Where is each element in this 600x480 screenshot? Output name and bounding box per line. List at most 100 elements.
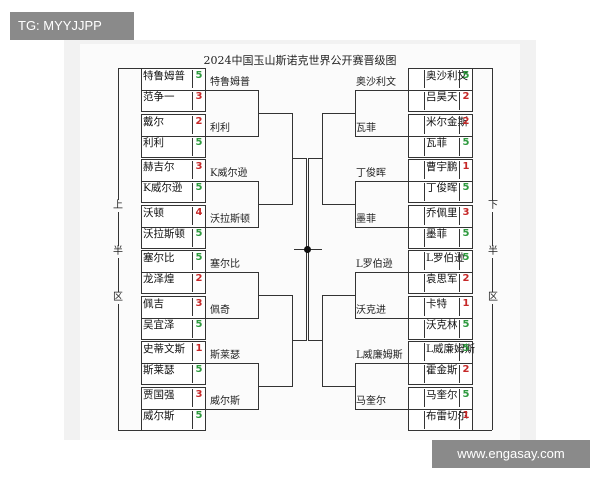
left-score-divider [192,274,193,292]
right-qf-line [308,340,322,342]
left-qf-line [292,340,306,342]
right-name-divider [424,410,425,429]
right-player-name: 奥沙利文 [426,70,468,82]
right-score-divider [459,410,460,429]
left-player-name: 利利 [143,136,164,149]
left-player-score: 5 [195,252,203,263]
left-round2-line [206,90,258,91]
right-round2-label: L罗伯逊 [356,259,393,270]
upper-half-label: 半 [112,246,124,258]
left-match-divider [141,363,206,364]
right-score-divider [459,115,460,134]
right-match-divider [408,226,473,228]
right-round3-join [322,112,323,205]
right-player-name: 墨菲 [426,227,447,240]
right-round2-line [355,408,408,410]
right-player-score: 3 [462,206,470,218]
left-player-name: 沃拉斯顿 [143,227,185,240]
left-player-name: 戴尔 [143,115,164,128]
upper-half-label: 上 [112,200,124,212]
right-player-name: 霍金斯 [426,364,458,376]
left-score-divider [192,410,193,429]
right-round2-label: 马奎尔 [356,395,386,407]
left-player-score: 1 [195,343,203,354]
right-name-divider [424,206,425,225]
upper-half-frame [118,430,141,431]
right-qf-line [308,158,322,160]
left-round2-line [206,226,258,228]
left-player-name: K威尔逊 [143,182,183,194]
right-score-divider [459,137,460,156]
right-player-score: 2 [462,91,470,102]
right-match-divider [408,317,473,319]
right-round2-line [355,135,408,137]
right-match-divider [408,181,473,182]
left-player-score: 5 [195,70,203,81]
left-player-name: 贾国强 [143,388,175,401]
right-player-name: L罗伯逊 [426,252,465,264]
right-round2-join [355,90,356,137]
left-match-divider [141,408,206,410]
left-round2-label: 特鲁姆普 [210,77,250,88]
left-round2-label: 佩奇 [210,304,230,316]
left-player-name: 沃顿 [143,206,164,219]
right-round2-line [355,181,408,182]
right-round3-line [322,294,355,296]
right-name-divider [424,137,425,156]
left-player-score: 3 [195,388,203,400]
right-player-score: 5 [462,136,470,148]
left-player-score: 2 [195,115,203,127]
right-player-score: 2 [462,115,470,127]
left-score-divider [192,365,193,383]
left-match-divider [141,272,206,273]
left-player-score: 5 [195,182,203,193]
right-score-divider [459,297,460,316]
right-player-name: 沃克林 [426,318,458,331]
left-player-name: 史蒂文斯 [143,343,185,355]
left-player-score: 3 [195,161,203,172]
left-score-divider [192,206,193,225]
right-player-name: 布雷切尔 [426,409,468,422]
left-player-name: 龙泽煌 [143,273,175,285]
lower-half-frame [473,430,492,431]
right-match-divider [408,135,473,137]
right-player-score: 5 [462,252,470,263]
left-score-divider [192,388,193,407]
left-score-divider [192,70,193,88]
left-player-name: 赫吉尔 [143,161,175,173]
left-match-divider [141,317,206,319]
right-player-name: 米尔金斯 [426,115,468,128]
right-name-divider [424,161,425,179]
right-round2-line [355,363,408,364]
right-player-score: 2 [462,273,470,284]
lower-half-label: 半 [487,246,499,258]
right-player-score: 1 [462,161,470,172]
left-round3-line [258,294,292,296]
right-round2-line [355,226,408,228]
right-score-divider [459,319,460,338]
left-player-score: 5 [195,409,203,421]
right-player-name: 丁俊晖 [426,182,458,194]
left-score-divider [192,92,193,110]
left-score-divider [192,161,193,179]
left-score-divider [192,183,193,201]
right-score-divider [459,92,460,110]
left-round3-line [258,203,292,205]
right-score-divider [459,161,460,179]
left-round2-line [206,408,258,410]
right-player-score: 5 [462,227,470,239]
right-match-divider [408,272,473,273]
right-round2-line [355,317,408,319]
left-round2-line [206,135,258,137]
right-name-divider [424,297,425,316]
left-round2-line [206,181,258,182]
right-player-name: 乔佩里 [426,206,458,219]
right-round2-label: 沃克进 [356,304,386,316]
right-name-divider [424,70,425,88]
bracket-title: 2024中国玉山斯诺克世界公开赛晋级图 [203,54,397,67]
watermark-top: TG: MYYJJPP [10,12,134,40]
right-round2-join [355,363,356,410]
lower-half-label: 下 [487,200,499,212]
left-score-divider [192,228,193,247]
right-round2-label: L威廉姆斯 [356,350,403,361]
